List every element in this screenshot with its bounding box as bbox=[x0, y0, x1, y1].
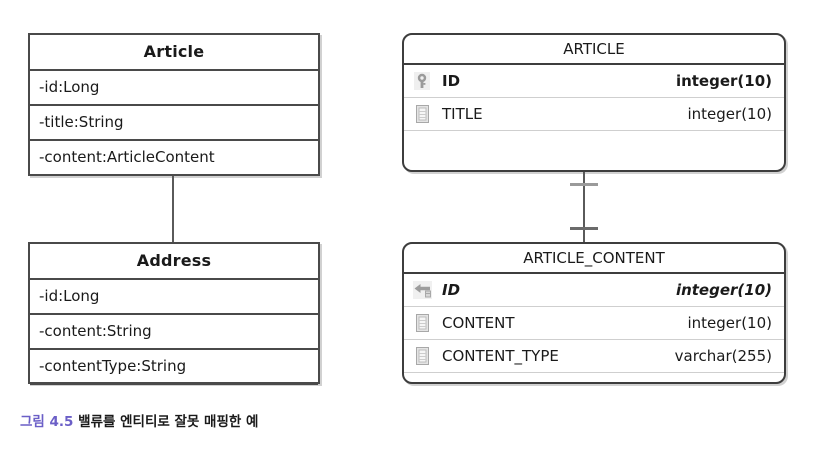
uml-class-article: Article -id:Long -title:String -content:… bbox=[28, 33, 320, 176]
uml-class-address: Address -id:Long -content:String -conten… bbox=[28, 242, 320, 385]
erd-column-row: CONTENT integer(10) bbox=[404, 307, 784, 340]
primary-key-icon bbox=[412, 71, 432, 91]
erd-relationship-crossbar-top bbox=[570, 183, 598, 186]
erd-column-type: integer(10) bbox=[675, 281, 772, 299]
column-icon bbox=[412, 313, 432, 333]
uml-attribute: -content:ArticleContent bbox=[30, 141, 318, 176]
figure-caption-label: 그림 4.5 bbox=[20, 414, 74, 430]
erd-relationship-line bbox=[583, 172, 585, 242]
erd-table-article-content: ARTICLE_CONTENT ID integer(10) bbox=[402, 242, 786, 384]
erd-column-row: TITLE integer(10) bbox=[404, 98, 784, 131]
erd-column-row: ID integer(10) bbox=[404, 274, 784, 307]
uml-attribute: -content:String bbox=[30, 315, 318, 350]
uml-attribute: -title:String bbox=[30, 106, 318, 141]
erd-column-type: integer(10) bbox=[687, 314, 773, 332]
erd-table-article: ARTICLE ID integer(10) bbox=[402, 33, 786, 172]
erd-column-row: ID integer(10) bbox=[404, 65, 784, 98]
uml-attribute: -contentType:String bbox=[30, 350, 318, 385]
figure-caption: 그림 4.5 밸류를 엔티티로 잘못 매핑한 예 bbox=[20, 410, 258, 430]
figure-caption-text: 밸류를 엔티티로 잘못 매핑한 예 bbox=[78, 414, 259, 430]
erd-column-name: CONTENT_TYPE bbox=[442, 347, 559, 365]
erd-column-type: integer(10) bbox=[687, 105, 773, 123]
erd-table-name: ARTICLE_CONTENT bbox=[404, 244, 784, 274]
column-icon bbox=[412, 346, 432, 366]
uml-attribute: -id:Long bbox=[30, 71, 318, 106]
uml-class-spacer bbox=[30, 385, 318, 395]
erd-relationship-crossbar-bottom bbox=[570, 227, 598, 230]
foreign-key-icon bbox=[412, 280, 432, 300]
erd-table-spacer bbox=[404, 373, 784, 382]
column-icon bbox=[412, 104, 432, 124]
uml-class-title: Article bbox=[30, 35, 318, 71]
uml-association-line bbox=[172, 176, 174, 242]
uml-class-spacer bbox=[30, 176, 318, 186]
uml-attribute: -id:Long bbox=[30, 280, 318, 315]
erd-column-name: CONTENT bbox=[442, 314, 515, 332]
erd-column-name: ID bbox=[442, 281, 461, 299]
erd-column-type: varchar(255) bbox=[674, 347, 772, 365]
erd-table-spacer bbox=[404, 131, 784, 170]
erd-column-name: TITLE bbox=[442, 105, 483, 123]
erd-column-name: ID bbox=[442, 72, 461, 90]
erd-table-name: ARTICLE bbox=[404, 35, 784, 65]
uml-class-title: Address bbox=[30, 244, 318, 280]
erd-column-type: integer(10) bbox=[675, 72, 772, 90]
erd-column-row: CONTENT_TYPE varchar(255) bbox=[404, 340, 784, 373]
